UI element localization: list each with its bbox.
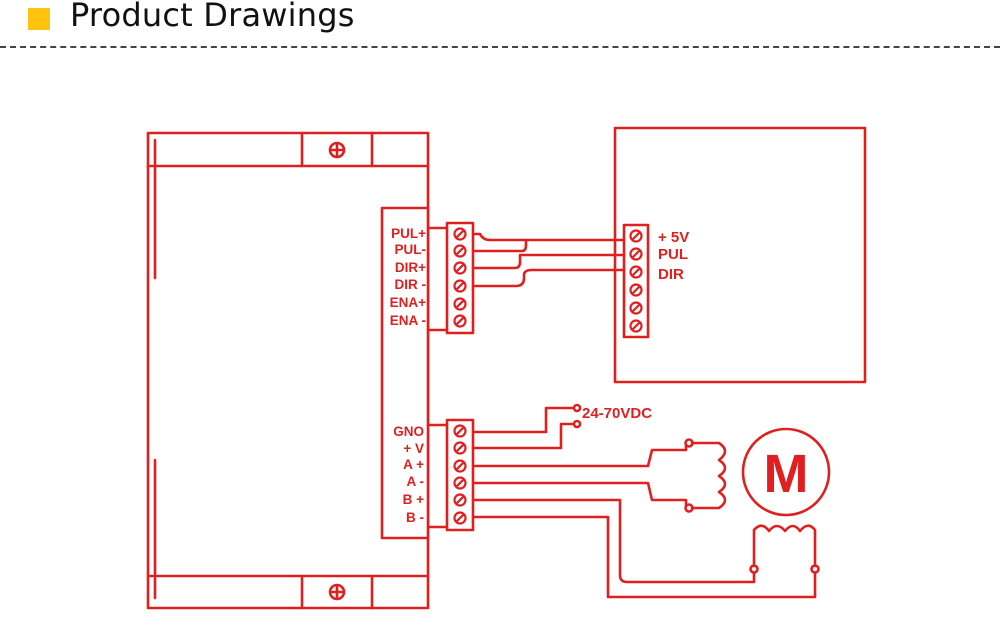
power-terminal-block [426, 418, 475, 532]
dashed-divider [0, 46, 1000, 48]
label-ena-plus: ENA+ [390, 295, 427, 310]
motor-coil-a [690, 441, 727, 510]
controller-terminal-screw-4 [629, 283, 643, 297]
power-supply-label: 24-70VDC [582, 405, 652, 422]
power-terminal-screw-1 [453, 424, 467, 438]
power-terminal-labels: GNO + V A + A - B + B - [393, 424, 424, 525]
signal-terminal-screw-3 [453, 261, 467, 275]
controller-terminal-screw-3 [629, 265, 643, 279]
section-title: Product Drawings [70, 0, 355, 34]
label-dir: DIR [658, 266, 684, 283]
signal-terminal-labels: PUL+ PUL- DIR+ DIR - ENA+ ENA - [390, 226, 427, 328]
label-a-minus: A - [407, 474, 425, 489]
controller-terminal-screw-6 [629, 319, 643, 333]
signal-terminal-block [426, 221, 475, 335]
motor-label: M [764, 444, 809, 504]
label-b-minus: B - [406, 510, 424, 525]
signal-terminal-screw-1 [453, 227, 467, 241]
top-mounting-screw [328, 141, 346, 159]
power-terminal-screw-2 [453, 441, 467, 455]
signal-terminal-screw-5 [453, 297, 467, 311]
label-ena-minus: ENA - [390, 313, 426, 328]
signal-terminal-screw-6 [453, 314, 467, 328]
bottom-mounting-screw [328, 583, 346, 601]
driver-housing [146, 131, 430, 610]
label-pul: PUL [658, 246, 688, 263]
label-dir-minus: DIR - [395, 277, 427, 292]
label-b-plus: B + [403, 492, 425, 507]
controller-terminal-screw-2 [629, 247, 643, 261]
label-pul-plus: PUL+ [391, 226, 426, 241]
power-terminal-screw-5 [453, 493, 467, 507]
controller-labels: + 5V PUL DIR [658, 229, 689, 283]
yellow-square-icon [28, 8, 50, 30]
label-a-plus: A + [403, 457, 424, 472]
power-terminal-screw-4 [453, 476, 467, 490]
power-supply-wires [471, 403, 582, 450]
motor-coil-b [752, 524, 817, 568]
signal-terminal-screw-2 [453, 244, 467, 258]
motor-wires [471, 438, 820, 599]
label-pul-minus: PUL- [395, 242, 427, 257]
controller-terminal-screw-5 [629, 301, 643, 315]
label-5v: + 5V [658, 229, 689, 246]
controller-box [613, 126, 867, 384]
label-dir-plus: DIR+ [395, 260, 426, 275]
section-header: Product Drawings [0, 0, 1000, 48]
signal-wires [471, 232, 626, 288]
power-terminal-screw-6 [453, 511, 467, 525]
controller-terminal-screw-1 [629, 229, 643, 243]
power-terminal-screw-3 [453, 459, 467, 473]
label-gnd: GNO [393, 424, 424, 439]
label-vplus: + V [403, 441, 424, 456]
signal-terminal-screw-4 [453, 279, 467, 293]
motor-symbol [741, 427, 831, 517]
